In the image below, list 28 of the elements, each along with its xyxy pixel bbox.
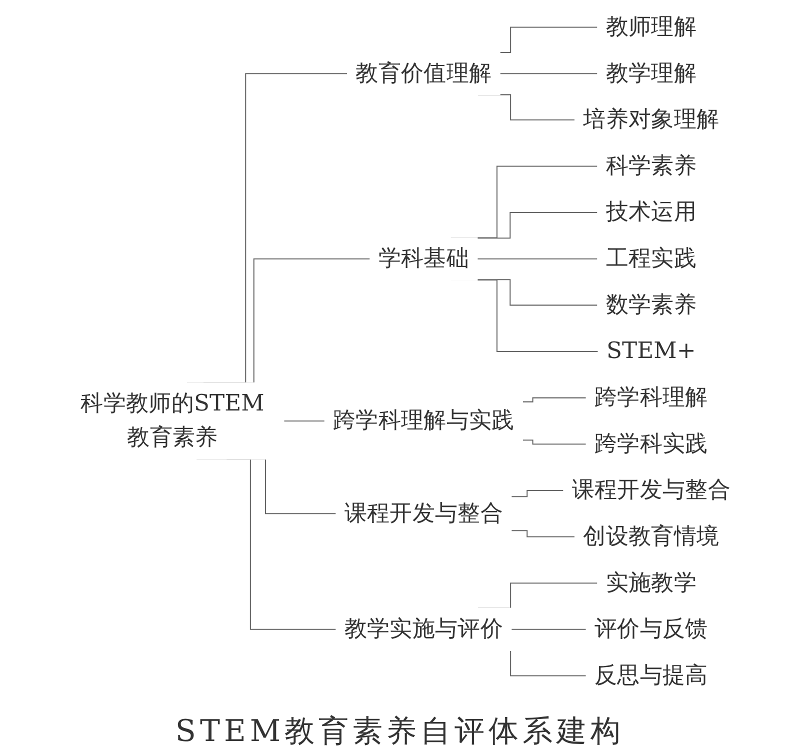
node-text: 实施教学 (606, 570, 696, 596)
connector (511, 490, 564, 498)
connector (522, 397, 586, 402)
connector (522, 440, 586, 445)
connector (284, 420, 325, 422)
connector (477, 279, 598, 306)
node-text: 培养对象理解 (583, 107, 720, 133)
node-text: 反思与提高 (594, 662, 708, 689)
node-text: 教学理解 (606, 60, 696, 86)
node-text: 跨学科实践 (594, 431, 708, 457)
node-text: 评价与反馈 (594, 616, 708, 642)
node-text: 创设教育情境 (583, 524, 720, 550)
connector (511, 628, 586, 630)
connector (511, 530, 575, 538)
node-text: 课程开发与整合 (572, 478, 730, 504)
connector (500, 73, 598, 74)
node-text: STEM+ (606, 338, 696, 364)
node-text: 教师理解 (606, 14, 696, 40)
connector (477, 258, 598, 260)
connector (477, 212, 598, 239)
node-text: 科学素养 (606, 153, 696, 180)
node-text: 跨学科理解与实践 (333, 408, 514, 434)
node-text: 课程开发与整合 (344, 500, 503, 526)
caption: STEM教育素养自评体系建构 (175, 713, 625, 751)
node-text: 技术运用 (606, 200, 696, 226)
node-text: 跨学科理解 (594, 384, 708, 411)
node-text: 数学素养 (606, 292, 696, 318)
node-text: 工程实践 (606, 246, 696, 272)
